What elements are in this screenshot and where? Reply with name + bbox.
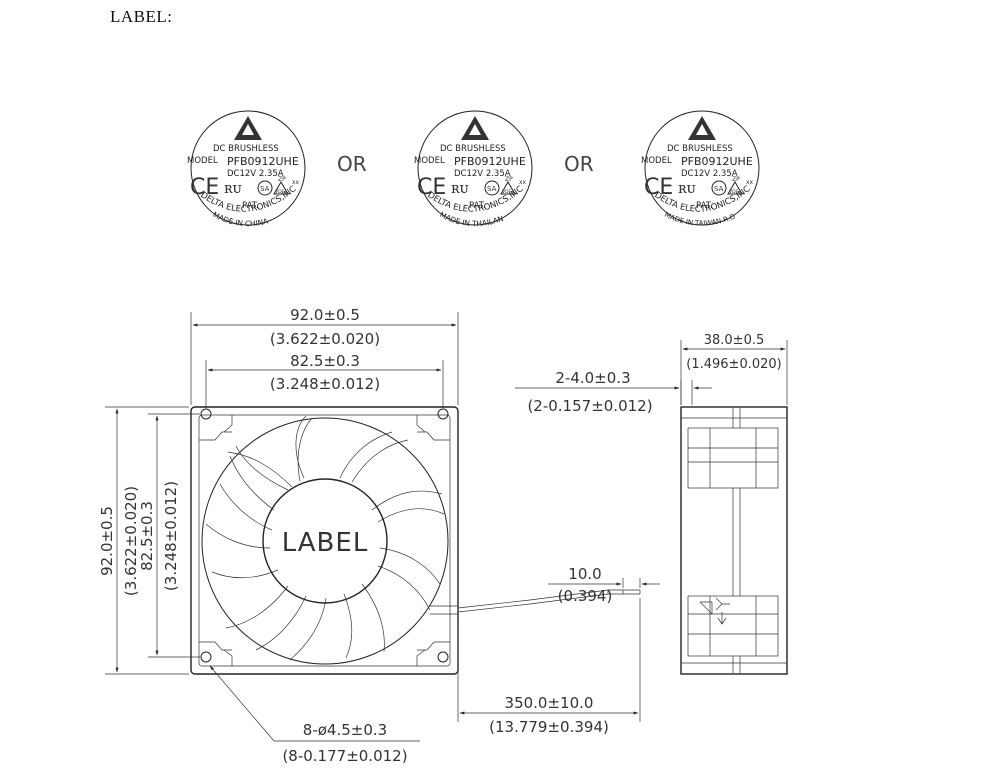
separator-or-2: OR	[564, 152, 594, 176]
dim-width-overall: 92.0±0.5 (3.622±0.020)	[190, 306, 459, 405]
label-rating: DC12V 2.35A	[454, 169, 511, 179]
label-model-prefix: MODEL	[414, 156, 445, 166]
label-pat: PAT.	[696, 201, 713, 211]
dim-strip-length: 10.0 (0.394)	[548, 565, 660, 605]
svg-text:2-4.0±0.3: 2-4.0±0.3	[555, 369, 630, 387]
svg-text:(2-0.157±0.012): (2-0.157±0.012)	[527, 397, 652, 415]
label-thailand: DC BRUSHLESS MODEL PFB0912UHE DC12V 2.35…	[414, 110, 533, 228]
svg-text:(3.248±0.012): (3.248±0.012)	[162, 481, 180, 591]
svg-text:38.0±0.5: 38.0±0.5	[704, 333, 765, 348]
dim-lead-length: 350.0±10.0 (13.779±0.394)	[457, 598, 641, 736]
svg-text:(1.496±0.020): (1.496±0.020)	[686, 357, 781, 372]
ce-mark-icon: CE	[190, 175, 219, 200]
svg-text:(3.622±0.020): (3.622±0.020)	[122, 486, 140, 596]
csa-mark-icon	[257, 180, 273, 196]
label-pat: PAT.	[242, 201, 259, 211]
tuv-mark-icon	[273, 181, 289, 195]
mount-hole	[200, 408, 212, 420]
hub-label: LABEL	[282, 528, 369, 558]
label-model-prefix: MODEL	[641, 156, 672, 166]
svg-text:xx: xx	[746, 179, 754, 186]
fan-side-view	[680, 406, 788, 675]
fan-blades	[205, 415, 445, 661]
label-model: PFB0912UHE	[227, 155, 299, 168]
svg-text:(8-0.177±0.012): (8-0.177±0.012)	[282, 747, 407, 765]
label-taiwan: DC BRUSHLESS MODEL PFB0912UHE DC12V 2.35…	[641, 110, 760, 228]
svg-text:ZP: ZP	[278, 176, 286, 183]
dim-flange: 2-4.0±0.3 (2-0.157±0.012)	[515, 369, 712, 415]
svg-text:92.0±0.5: 92.0±0.5	[98, 506, 116, 576]
label-line1: DC BRUSHLESS	[440, 144, 506, 154]
label-line1: DC BRUSHLESS	[213, 144, 279, 154]
fan-hub	[262, 478, 388, 604]
csa-mark-icon	[484, 180, 500, 196]
svg-text:VDE: VDE	[275, 189, 285, 195]
dim-width-holes: 82.5±0.3 (3.248±0.012)	[205, 352, 444, 408]
ce-mark-icon: CE	[417, 175, 446, 200]
mount-hole	[437, 651, 449, 663]
csa-mark-icon	[711, 180, 727, 196]
ul-mark-icon: ʀᴜ	[678, 179, 696, 197]
page-title: LABEL:	[110, 7, 173, 26]
svg-text:92.0±0.5: 92.0±0.5	[290, 306, 360, 324]
mount-hole	[200, 651, 212, 663]
label-model: PFB0912UHE	[681, 155, 753, 168]
fan-front-view: LABEL	[190, 199, 641, 675]
svg-text:(0.394): (0.394)	[558, 587, 613, 605]
tuv-mark-icon	[500, 181, 516, 195]
ul-mark-icon: ʀᴜ	[224, 179, 242, 197]
dim-height-holes: 82.5±0.3 (3.248±0.012)	[138, 413, 200, 658]
svg-text:(3.248±0.012): (3.248±0.012)	[270, 375, 380, 393]
svg-text:350.0±10.0: 350.0±10.0	[505, 694, 594, 712]
fan-venturi	[201, 417, 449, 665]
svg-text:82.5±0.3: 82.5±0.3	[290, 352, 360, 370]
tuv-mark-icon	[727, 181, 743, 195]
separator-or-1: OR	[337, 152, 367, 176]
mount-hole	[437, 408, 449, 420]
fan-frame	[190, 406, 459, 675]
svg-text:SA: SA	[714, 185, 724, 193]
side-frame	[680, 406, 788, 675]
svg-text:VDE: VDE	[502, 189, 512, 195]
label-pat: PAT.	[469, 201, 486, 211]
lead-wire-2	[457, 593, 640, 613]
svg-text:VDE: VDE	[729, 189, 739, 195]
label-china: DC BRUSHLESS MODEL PFB0912UHE DC12V 2.35…	[187, 110, 306, 228]
svg-text:(13.779±0.394): (13.779±0.394)	[489, 718, 609, 736]
svg-text:xx: xx	[292, 179, 300, 186]
label-line1: DC BRUSHLESS	[667, 144, 733, 154]
label-rating: DC12V 2.35A	[227, 169, 284, 179]
svg-text:xx: xx	[519, 179, 527, 186]
ul-mark-icon: ʀᴜ	[451, 179, 469, 197]
svg-text:8-ø4.5±0.3: 8-ø4.5±0.3	[303, 721, 387, 739]
lead-exit	[430, 605, 459, 615]
svg-text:SA: SA	[260, 185, 270, 193]
svg-text:ZP: ZP	[732, 176, 740, 183]
label-rating: DC12V 2.35A	[681, 169, 738, 179]
label-model-prefix: MODEL	[187, 156, 218, 166]
rotation-arrow-icon	[699, 601, 713, 615]
dim-depth: 38.0±0.5 (1.496±0.020)	[680, 333, 788, 405]
svg-text:SA: SA	[487, 185, 497, 193]
svg-text:10.0: 10.0	[568, 565, 601, 583]
dim-hole-callout: 8-ø4.5±0.3 (8-0.177±0.012)	[209, 665, 420, 765]
flow-arrow-icon	[715, 597, 730, 611]
svg-text:82.5±0.3: 82.5±0.3	[138, 501, 156, 571]
svg-text:(3.622±0.020): (3.622±0.020)	[270, 330, 380, 348]
dim-height-overall: 92.0±0.5 (3.622±0.020)	[98, 406, 189, 675]
svg-text:ZP: ZP	[505, 176, 513, 183]
ce-mark-icon: CE	[644, 175, 673, 200]
lead-wire-1	[457, 589, 640, 609]
label-model: PFB0912UHE	[454, 155, 526, 168]
